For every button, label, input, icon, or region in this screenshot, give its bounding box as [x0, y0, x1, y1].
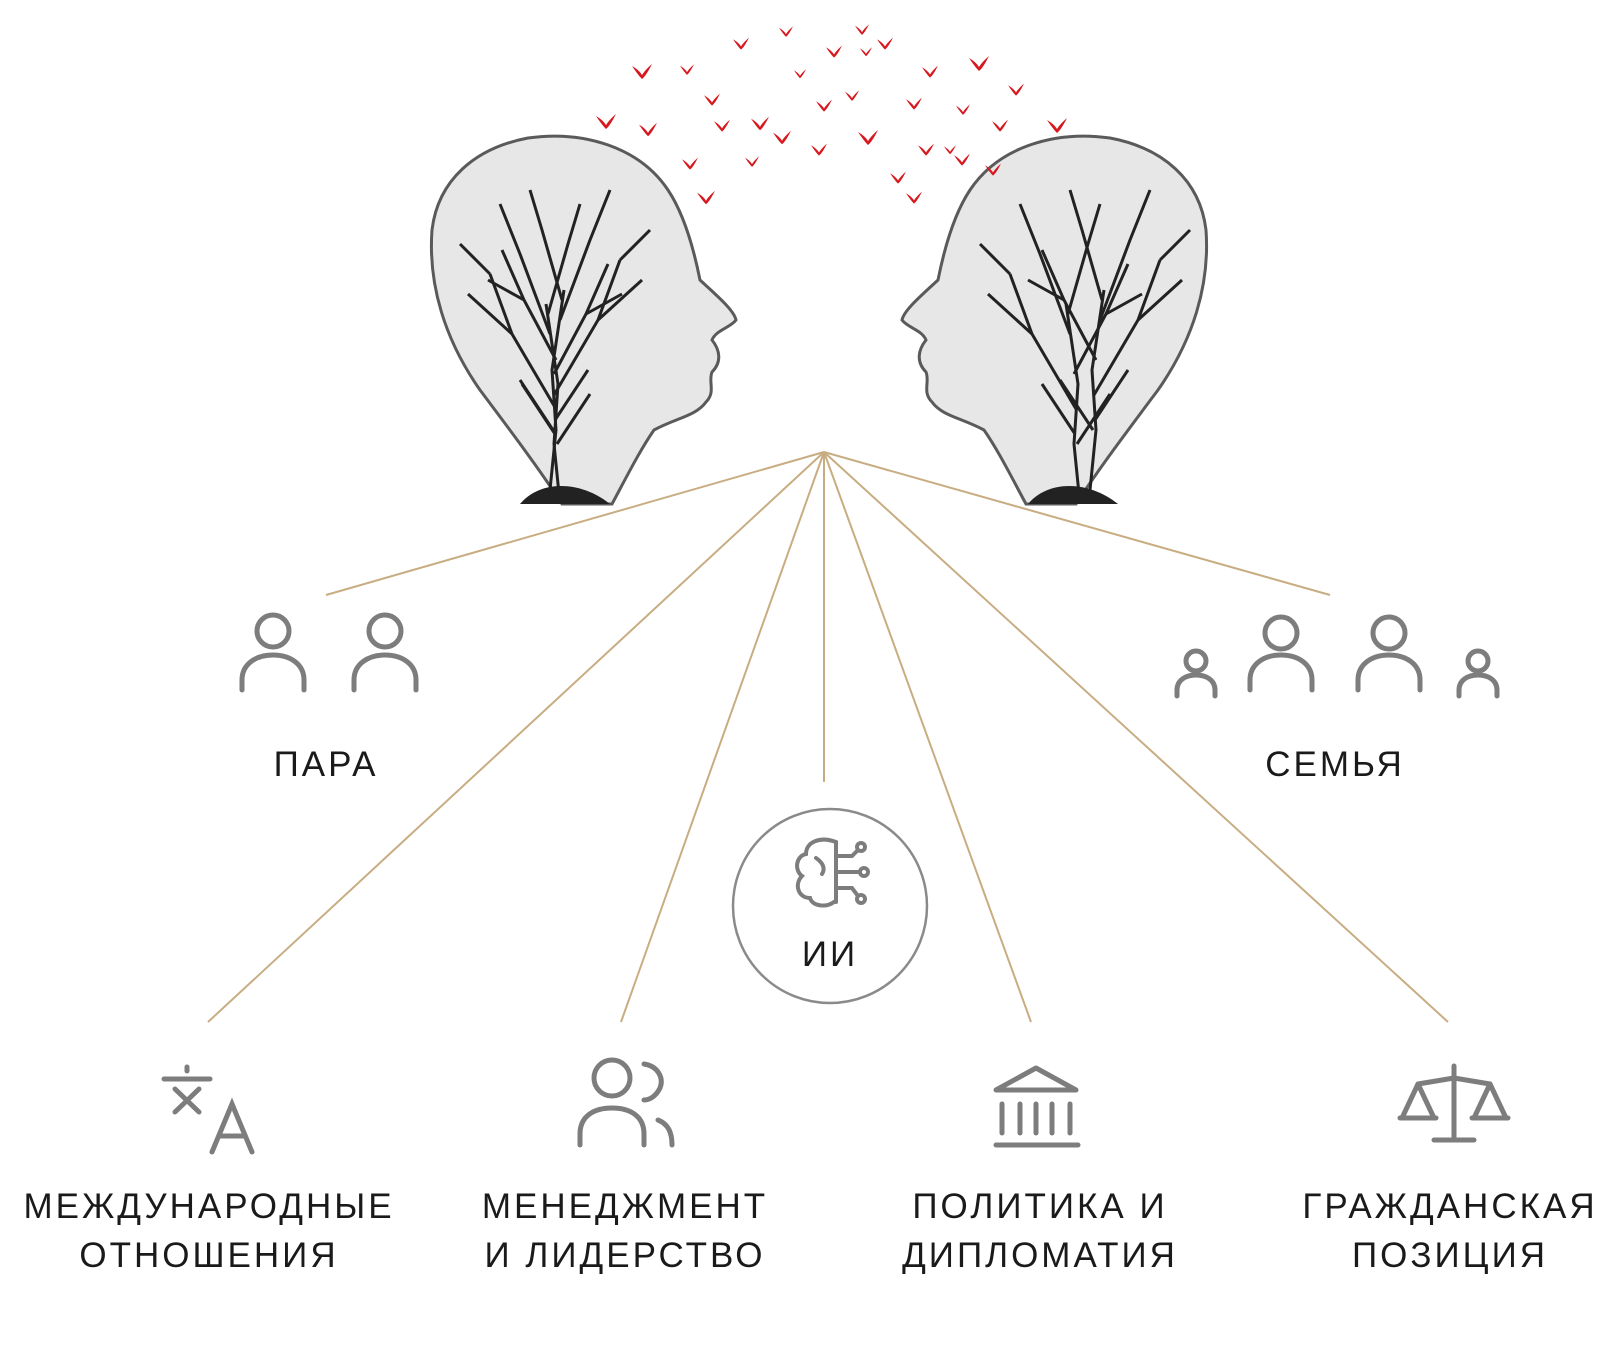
- bird-icon: [632, 64, 652, 79]
- label-civic: ГРАЖДАНСКАЯ ПОЗИЦИЯ: [1290, 1182, 1610, 1280]
- bird-icon: [858, 130, 878, 145]
- bird-icon: [751, 116, 769, 131]
- bird-icon: [855, 24, 869, 35]
- ai-label: ИИ: [801, 935, 859, 974]
- label-politics: ПОЛИТИКА И ДИПЛОМАТИЯ: [880, 1182, 1200, 1280]
- connector-couple: [325, 451, 825, 596]
- civic-line2: ПОЗИЦИЯ: [1352, 1236, 1548, 1275]
- connector-management: [620, 451, 825, 1023]
- scales-icon: [1397, 1063, 1511, 1143]
- label-family: СЕМЬЯ: [1235, 740, 1435, 789]
- bird-icon: [918, 143, 934, 156]
- people-group-icon: [577, 1057, 675, 1148]
- bird-icon: [826, 45, 842, 58]
- bird-icon: [779, 26, 793, 37]
- bird-icon: [969, 56, 989, 71]
- family-label: СЕМЬЯ: [1265, 745, 1405, 784]
- bird-icon: [1047, 118, 1067, 133]
- bird-icon: [992, 119, 1008, 132]
- international-line1: МЕЖДУНАРОДНЫЕ: [23, 1187, 395, 1226]
- management-line2: И ЛИДЕРСТВО: [484, 1236, 766, 1275]
- civic-line1: ГРАЖДАНСКАЯ: [1302, 1187, 1598, 1226]
- bird-icon: [877, 37, 893, 50]
- bird-icon: [714, 119, 730, 132]
- label-ai: ИИ: [760, 930, 900, 979]
- two-people-icon: [239, 612, 419, 693]
- bird-icon: [1008, 83, 1024, 96]
- brain-circuit-icon: [795, 837, 870, 908]
- couple-label: ПАРА: [273, 745, 379, 784]
- bird-icon: [680, 64, 694, 75]
- connector-politics: [823, 451, 1032, 1023]
- bird-icon: [944, 145, 956, 155]
- bird-icon: [682, 157, 698, 170]
- bird-icon: [985, 163, 1001, 176]
- politics-line2: ДИПЛОМАТИЯ: [902, 1236, 1178, 1275]
- government-building-icon: [993, 1065, 1081, 1148]
- bird-icon: [733, 37, 749, 50]
- bird-icon: [704, 93, 720, 106]
- bird-icon: [697, 190, 715, 205]
- family-icon: [1174, 614, 1500, 699]
- bird-icon: [956, 104, 970, 115]
- bird-icon: [745, 156, 759, 167]
- bird-icon: [596, 114, 616, 129]
- head-silhouette-right: [900, 134, 1209, 506]
- bird-icon: [906, 97, 922, 110]
- international-line2: ОТНОШЕНИЯ: [79, 1236, 339, 1275]
- connector-lines: [207, 451, 1449, 1023]
- bird-icon: [922, 65, 938, 78]
- politics-line1: ПОЛИТИКА И: [912, 1187, 1168, 1226]
- bird-icon: [639, 122, 657, 137]
- bird-icon: [811, 143, 827, 156]
- translate-icon: [161, 1064, 255, 1155]
- bird-icon: [860, 47, 872, 57]
- birds-flock: [596, 24, 1067, 205]
- label-international: МЕЖДУНАРОДНЫЕ ОТНОШЕНИЯ: [4, 1182, 414, 1280]
- connector-international: [207, 451, 825, 1023]
- bird-icon: [773, 130, 791, 145]
- connector-family: [823, 451, 1331, 596]
- tree-head-right: [900, 134, 1209, 506]
- ai-node: [731, 807, 929, 1005]
- label-couple: ПАРА: [226, 740, 426, 789]
- bird-icon: [816, 99, 832, 112]
- connector-civic: [823, 451, 1449, 1023]
- management-line1: МЕНЕДЖМЕНТ: [481, 1187, 769, 1226]
- bird-icon: [845, 90, 859, 101]
- tree-head-left: [429, 134, 738, 506]
- bird-icon: [954, 153, 970, 166]
- label-management: МЕНЕДЖМЕНТ И ЛИДЕРСТВО: [460, 1182, 790, 1280]
- bird-icon: [794, 69, 806, 79]
- bird-icon: [906, 191, 922, 204]
- bird-icon: [890, 171, 906, 184]
